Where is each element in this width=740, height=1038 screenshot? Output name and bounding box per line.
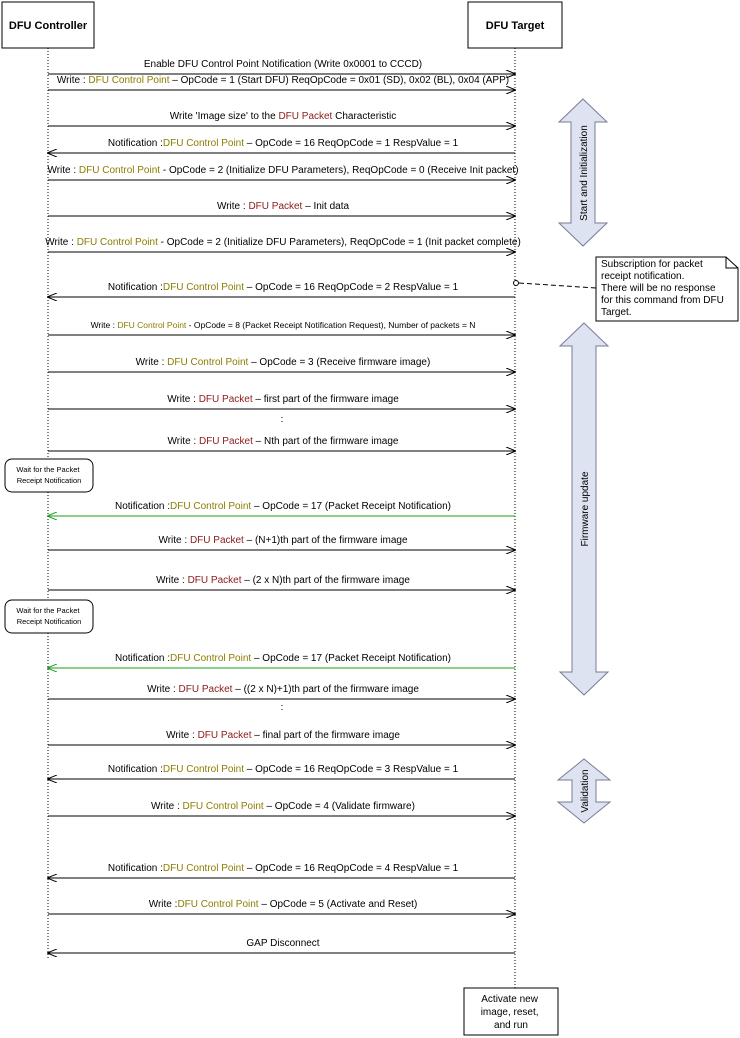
message-7: Write : DFU Control Point - OpCode = 2 (… <box>45 237 521 252</box>
message-label: Write : DFU Control Point – OpCode = 1 (… <box>57 75 509 86</box>
message-5: Write : DFU Control Point - OpCode = 2 (… <box>47 165 519 180</box>
phase-start-and-initialization: Start and Initialization <box>557 98 609 247</box>
message-label: Write :DFU Control Point – OpCode = 5 (A… <box>149 899 418 910</box>
message-12: Write : DFU Packet – Nth part of the fir… <box>48 436 515 451</box>
message-label: Write : DFU Packet – (N+1)th part of the… <box>158 535 408 546</box>
message-3: Write 'Image size' to the DFU Packet Cha… <box>48 111 515 126</box>
comment-connector <box>518 282 597 289</box>
phase-label: Validation <box>580 769 591 812</box>
message-label: Notification :DFU Control Point – OpCode… <box>115 501 451 512</box>
controller-note-text: Wait for the Packet Receipt Notification <box>16 606 81 626</box>
message-label: Notification :DFU Control Point – OpCode… <box>108 138 459 149</box>
message-label: Notification :DFU Control Point – OpCode… <box>108 764 459 775</box>
message-2: Write : DFU Control Point – OpCode = 1 (… <box>48 75 515 90</box>
controller-note: Wait for the Packet Receipt Notification <box>4 599 94 634</box>
message-10: Write : DFU Control Point – OpCode = 3 (… <box>48 357 515 372</box>
message-9: Write : DFU Control Point - OpCode = 8 (… <box>48 320 515 335</box>
final-action-text: Activate new image, reset, and run <box>481 994 542 1031</box>
message-16: Notification :DFU Control Point – OpCode… <box>48 653 515 668</box>
participant-controller-label: DFU Controller <box>9 20 88 32</box>
comment-text: Subscription for packet receipt notifica… <box>601 259 727 318</box>
message-15: Write : DFU Packet – (2 x N)th part of t… <box>48 575 515 590</box>
message-label: Write : DFU Packet – Init data <box>217 201 350 212</box>
message-22: Write :DFU Control Point – OpCode = 5 (A… <box>48 899 515 914</box>
controller-note-text: Wait for the Packet Receipt Notification <box>16 465 81 485</box>
final-action-box: Activate new image, reset, and run <box>463 987 559 1036</box>
message-label: Write : DFU Control Point - OpCode = 8 (… <box>91 320 476 330</box>
message-13: Notification :DFU Control Point – OpCode… <box>48 501 515 516</box>
message-11: Write : DFU Packet – first part of the f… <box>48 394 515 409</box>
message-label: Write : DFU Packet – (2 x N)th part of t… <box>156 575 410 586</box>
participant-target: DFU Target <box>467 1 563 49</box>
message-18: Write : DFU Packet – final part of the f… <box>48 730 515 745</box>
comment-anchor <box>513 280 519 286</box>
message-label: Write : DFU Control Point - OpCode = 2 (… <box>45 237 521 248</box>
message-14: Write : DFU Packet – (N+1)th part of the… <box>48 535 515 550</box>
message-21: Notification :DFU Control Point – OpCode… <box>48 863 515 878</box>
message-label: Notification :DFU Control Point – OpCode… <box>108 863 459 874</box>
message-label: Write : DFU Control Point - OpCode = 2 (… <box>47 165 518 176</box>
participant-target-label: DFU Target <box>486 20 545 32</box>
phase-firmware-update: Firmware update <box>558 322 610 696</box>
phase-label: Firmware update <box>580 471 591 546</box>
message-label: Write : DFU Control Point – OpCode = 4 (… <box>151 801 415 812</box>
message-6: Write : DFU Packet – Init data <box>48 201 515 216</box>
message-1: Enable DFU Control Point Notification (W… <box>48 59 515 74</box>
phase-validation: Validation <box>556 758 612 824</box>
message-label: Notification :DFU Control Point – OpCode… <box>115 653 451 664</box>
message-17: Write : DFU Packet – ((2 x N)+1)th part … <box>48 684 515 699</box>
message-label: Enable DFU Control Point Notification (W… <box>144 59 422 70</box>
message-label: Write : DFU Control Point – OpCode = 3 (… <box>136 357 431 368</box>
message-label: Write : DFU Packet – first part of the f… <box>167 394 399 405</box>
message-list: Enable DFU Control Point Notification (W… <box>45 59 521 953</box>
message-label: Write 'Image size' to the DFU Packet Cha… <box>170 111 397 122</box>
message-label: Write : DFU Packet – ((2 x N)+1)th part … <box>147 684 419 695</box>
controller-note: Wait for the Packet Receipt Notification <box>4 458 94 493</box>
message-8: Notification :DFU Control Point – OpCode… <box>48 282 515 297</box>
message-4: Notification :DFU Control Point – OpCode… <box>48 138 515 153</box>
participant-controller: DFU Controller <box>1 1 95 49</box>
message-label: GAP Disconnect <box>246 938 319 949</box>
message-label: Notification :DFU Control Point – OpCode… <box>108 282 459 293</box>
message-23: GAP Disconnect <box>48 938 515 953</box>
message-label: Write : DFU Packet – Nth part of the fir… <box>167 436 398 447</box>
message-label: Write : DFU Packet – final part of the f… <box>166 730 400 741</box>
message-20: Write : DFU Control Point – OpCode = 4 (… <box>48 801 515 816</box>
message-19: Notification :DFU Control Point – OpCode… <box>48 764 515 779</box>
phase-label: Start and Initialization <box>579 125 590 221</box>
comment-note: Subscription for packet receipt notifica… <box>513 256 739 322</box>
